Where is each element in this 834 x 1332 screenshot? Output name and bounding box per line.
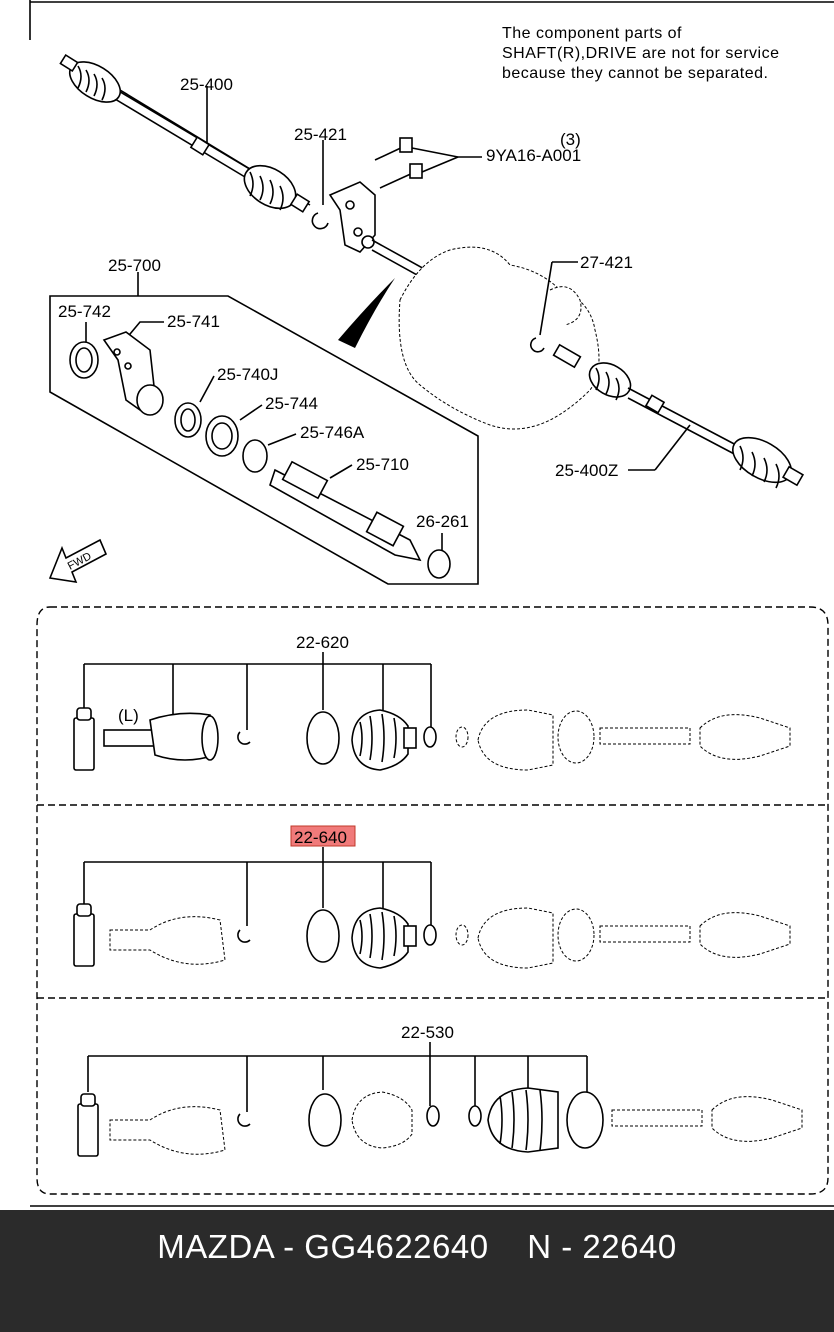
bracket-25-741 (102, 331, 164, 416)
ring-25-746a (242, 439, 268, 473)
label-25-744: 25-744 (265, 394, 318, 413)
drive-shaft-right (552, 343, 805, 489)
drive-shaft-left (59, 53, 311, 213)
label-25-746a: 25-746A (300, 423, 365, 442)
label-22-620: 22-620 (296, 633, 349, 652)
boot-band (306, 909, 340, 963)
label-27-421: 27-421 (580, 253, 633, 272)
highlight-22-640 (290, 825, 356, 847)
clip-25-421 (311, 212, 329, 230)
label-25-741: 25-741 (167, 312, 220, 331)
boot-band (566, 1091, 604, 1149)
label-left-side: (L) (118, 706, 139, 725)
bearing-bracket (328, 181, 376, 253)
kit-22-620: 22-620 (L) (73, 633, 791, 771)
leader-27-421 (539, 261, 553, 336)
grease-tube (77, 1103, 99, 1157)
label-25-400: 25-400 (180, 75, 233, 94)
clip-27-421 (530, 337, 545, 353)
label-25-421: 25-421 (294, 125, 347, 144)
note-line-2: SHAFT(R),DRIVE are not for service (502, 45, 780, 62)
footer-bar: MAZDA - GG4622640 N - 22640 (0, 1210, 834, 1332)
kits-outer-box (36, 606, 829, 1195)
fwd-label: FWD (66, 550, 94, 572)
bolts-9ya16 (374, 137, 482, 189)
note-line-1: The component parts of (502, 25, 682, 42)
kit-22-530: 22-530 (77, 1023, 803, 1157)
seal-26-261 (427, 549, 451, 579)
boot-band (308, 1093, 342, 1147)
direction-arrow (338, 278, 395, 348)
transmission-outline (398, 246, 600, 430)
clip (237, 1113, 251, 1127)
label-25-710: 25-710 (356, 455, 409, 474)
grease-tube (73, 717, 95, 771)
grease-tube (73, 913, 95, 967)
label-26-261: 26-261 (416, 512, 469, 531)
label-25-740j: 25-740J (217, 365, 278, 384)
boot-band (306, 711, 340, 765)
label-22-530: 22-530 (401, 1023, 454, 1042)
note-line-3: because they cannot be separated. (502, 65, 768, 82)
clip (237, 731, 251, 745)
label-bolt-qty: (3) (560, 130, 581, 149)
exploded-parts-diagram: The component parts of SHAFT(R),DRIVE ar… (29, 0, 834, 1207)
label-22-640: 22-640 (294, 828, 347, 847)
label-25-400z: 25-400Z (555, 461, 618, 480)
part-number-caption: MAZDA - GG4622640 N - 22640 (157, 1228, 677, 1265)
boot (351, 907, 409, 969)
label-25-700: 25-700 (108, 256, 161, 275)
kit-box-25-700 (49, 295, 479, 585)
boot (351, 709, 409, 771)
clip (237, 929, 251, 943)
fwd-arrow-icon: FWD (48, 538, 108, 584)
shaft-25-710 (269, 460, 422, 562)
label-9ya16-a001: 9YA16-A001 (486, 146, 581, 165)
boot (487, 1087, 559, 1153)
kit-22-640: 22-640 (73, 825, 791, 969)
label-25-742: 25-742 (58, 302, 111, 321)
